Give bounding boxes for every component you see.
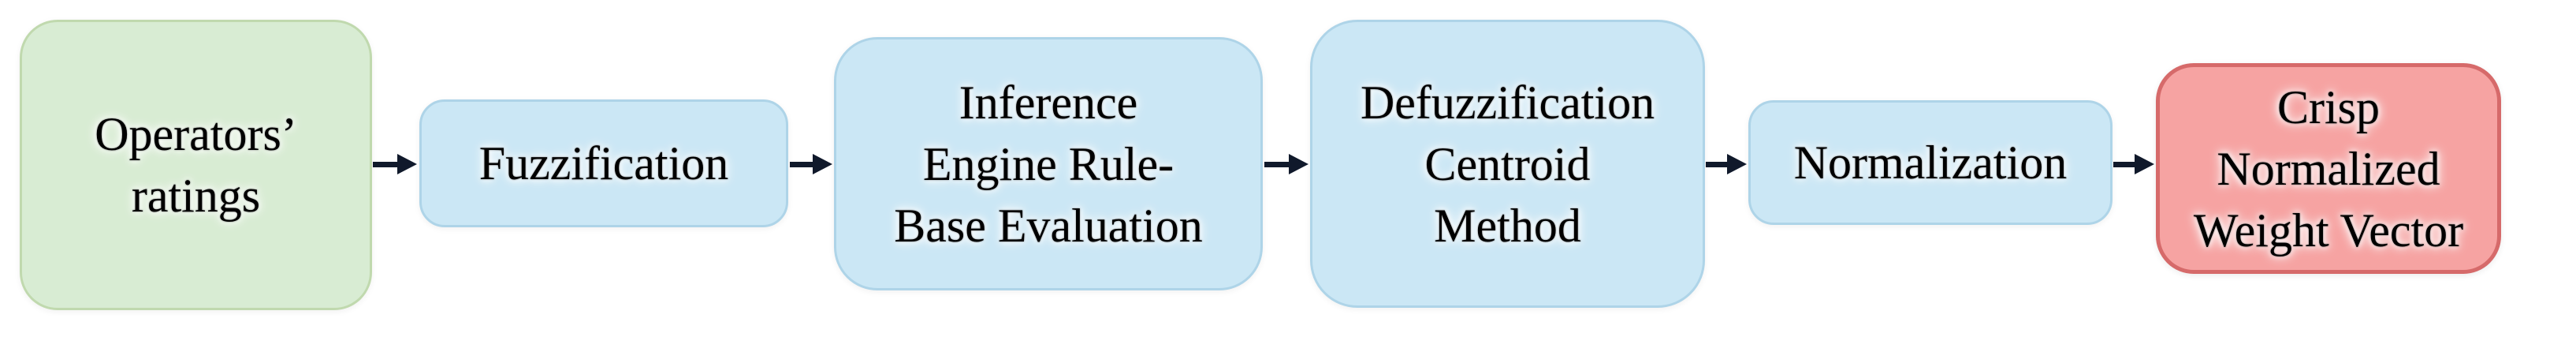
arrow-shaft bbox=[790, 161, 813, 167]
node-label-line: Normalized bbox=[2217, 142, 2440, 195]
node-inference-engine-rule-base-evaluation: Inference Engine Rule- Base Evaluation bbox=[834, 37, 1263, 290]
node-label-line: Fuzzification bbox=[478, 137, 729, 189]
node-operators-ratings: Operators’ ratings bbox=[20, 20, 372, 310]
arrow-shaft bbox=[373, 161, 397, 167]
node-label-line: Inference bbox=[959, 76, 1138, 129]
node-label-line: Method bbox=[1434, 199, 1581, 252]
node-label-line: Centroid bbox=[1424, 137, 1591, 190]
node-crisp-normalized-weight-vector: Crisp Normalized Weight Vector bbox=[2156, 63, 2501, 274]
node-label-line: Engine Rule- bbox=[922, 137, 1174, 190]
arrow-shaft bbox=[2113, 161, 2135, 167]
arrow-head bbox=[2135, 154, 2154, 174]
node-label-line: Normalization bbox=[1793, 137, 2068, 189]
flow-arrow-icon bbox=[1264, 153, 1308, 175]
node-label-line: Operators’ bbox=[95, 108, 297, 160]
node-label-line: ratings bbox=[131, 170, 261, 222]
node-defuzzification-centroid-method: Defuzzification Centroid Method bbox=[1310, 20, 1705, 308]
flow-arrow-icon bbox=[1706, 153, 1747, 175]
arrow-head bbox=[397, 154, 417, 174]
arrow-head bbox=[1289, 154, 1308, 174]
node-normalization: Normalization bbox=[1748, 100, 2113, 225]
node-fuzzification: Fuzzification bbox=[419, 99, 788, 227]
arrow-head bbox=[813, 154, 832, 174]
flow-arrow-icon bbox=[790, 153, 832, 175]
node-label-line: Crisp bbox=[2276, 81, 2381, 133]
arrow-shaft bbox=[1706, 161, 1727, 167]
arrow-shaft bbox=[1264, 161, 1289, 167]
node-label-line: Weight Vector bbox=[2193, 204, 2464, 256]
node-label-line: Defuzzification bbox=[1360, 76, 1655, 129]
flow-arrow-icon bbox=[2113, 153, 2154, 175]
node-label-line: Base Evaluation bbox=[894, 199, 1203, 252]
flow-arrow-icon bbox=[373, 153, 417, 175]
arrow-head bbox=[1727, 154, 1747, 174]
